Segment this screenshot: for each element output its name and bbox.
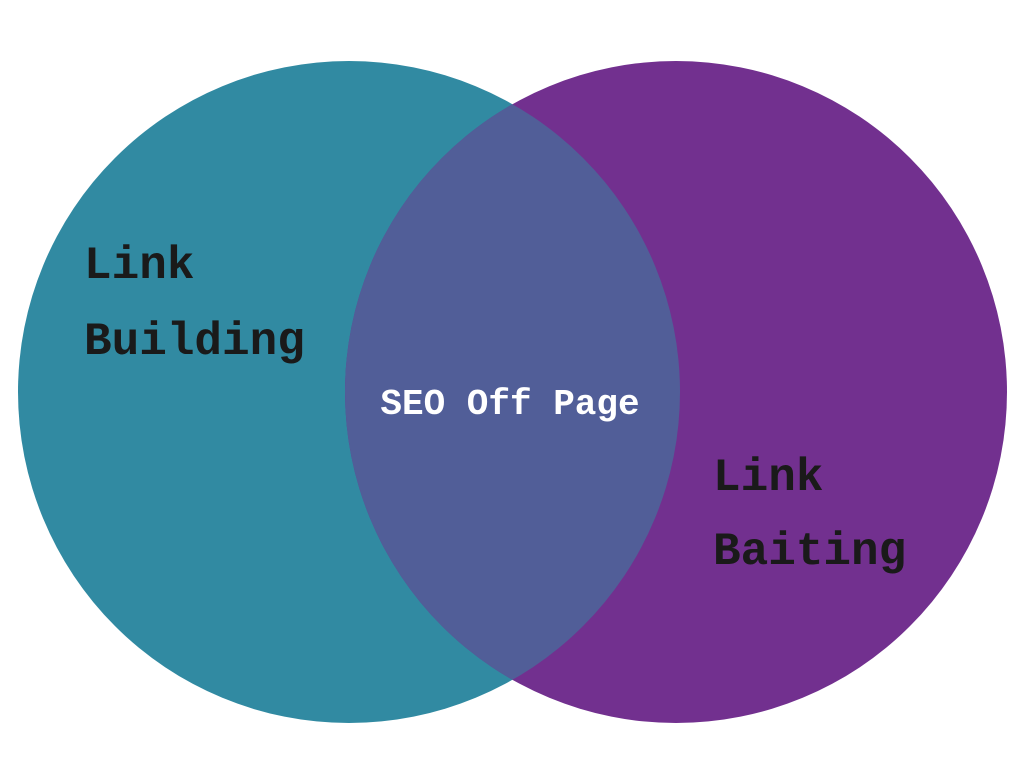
set-label-link-building-line2: Building <box>84 316 305 368</box>
set-label-link-building-line1: Link <box>84 240 194 292</box>
intersection-region <box>345 61 680 723</box>
set-label-link-baiting-line2: Baiting <box>713 526 906 578</box>
set-label-link-baiting-line1: Link <box>713 452 823 504</box>
intersection-label: SEO Off Page <box>380 384 639 425</box>
